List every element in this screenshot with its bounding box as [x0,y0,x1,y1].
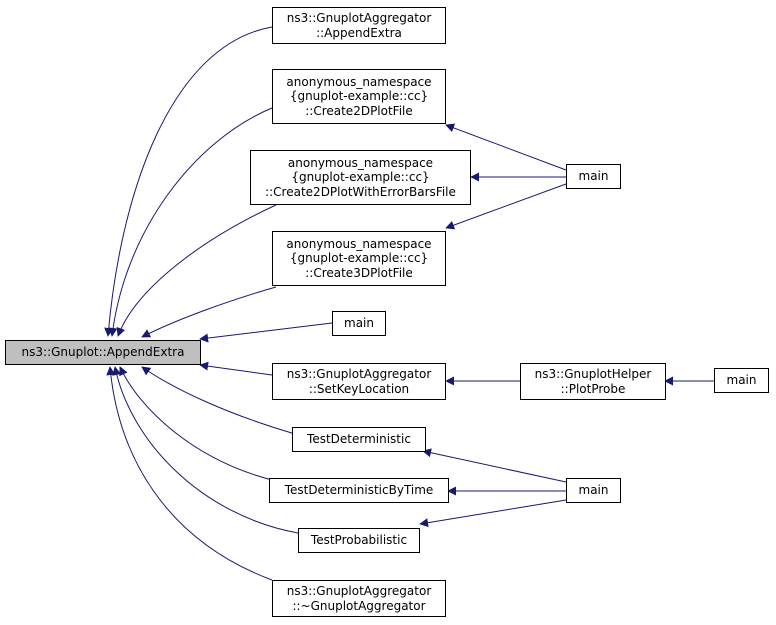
edge-test-det-to-root [141,366,296,435]
edge-agg-append-to-root [104,26,273,337]
node-main-bottom[interactable]: main [566,478,621,503]
node-create3dplotfile[interactable]: anonymous_namespace {gnuplot-example::cc… [272,231,446,286]
node-gnuplotaggregator-appendextra[interactable]: ns3::GnuplotAggregator ::AppendExtra [272,7,446,44]
node-gnuplotaggregator-destructor[interactable]: ns3::GnuplotAggregator ::~GnuplotAggrega… [272,580,446,617]
node-gnuplothelper-plotprobe[interactable]: ns3::GnuplotHelper ::PlotProbe [520,363,666,400]
node-testdeterministicbytime[interactable]: TestDeterministicByTime [269,478,449,503]
node-label-line: ns3::GnuplotHelper [534,367,652,381]
node-label-line: TestProbabilistic [310,533,408,548]
node-testprobabilistic[interactable]: TestProbabilistic [298,528,420,553]
node-testdeterministic[interactable]: TestDeterministic [292,427,426,452]
edge-main-bottom-to-test-det [422,448,567,483]
node-gnuplotaggregator-setkeylocation[interactable]: ns3::GnuplotAggregator ::SetKeyLocation [272,363,446,400]
node-label-line: {gnuplot-example::cc} [289,89,429,104]
node-create2dplotfile[interactable]: anonymous_namespace {gnuplot-example::cc… [272,69,446,124]
edge-test-det-time-to-root [119,366,273,481]
node-root-gnuplot-appendextra[interactable]: ns3::Gnuplot::AppendExtra [5,340,201,365]
node-label-line: {gnuplot-example::cc} [291,170,430,185]
node-label-line: {gnuplot-example::cc} [289,251,429,266]
edge-test-prob-to-root [112,366,299,534]
node-main-mid[interactable]: main [332,311,386,336]
node-main-top[interactable]: main [566,164,621,189]
node-label-line: ::Create3DPlotFile [305,265,413,280]
node-label-line: ns3::GnuplotAggregator [286,584,432,598]
node-main-right[interactable]: main [714,368,769,393]
node-label-line: main [578,169,609,184]
node-label-line: ::PlotProbe [560,381,626,396]
node-label-line: main [726,373,757,388]
edge-create3d-to-root [141,286,277,338]
edge-create2d-to-root [108,107,273,337]
node-label-line: anonymous_namespace [287,155,434,170]
node-label-line: ns3::GnuplotAggregator [286,11,432,25]
edge-agg-setkey-to-root [199,361,273,376]
edge-main-bottom-to-test-prob [419,499,567,528]
edge-agg-dtor-to-root [106,366,273,581]
node-label-line: anonymous_namespace [286,74,432,89]
node-label-line: ::Create2DPlotWithErrorBarsFile [265,184,456,199]
node-label-line: ::SetKeyLocation [308,381,410,396]
edge-main-mid-to-root [199,322,333,343]
edge-main-top-to-create3d [445,183,567,230]
edge-main-top-to-create2d [445,123,567,171]
node-label-line: anonymous_namespace [286,236,432,251]
node-create2dplotwitherrorbarsfile[interactable]: anonymous_namespace {gnuplot-example::cc… [250,150,471,205]
node-label-line: ns3::GnuplotAggregator [286,367,432,381]
node-label-line: ::AppendExtra [316,25,402,40]
node-label-line: TestDeterministic [307,432,411,447]
node-label-line: main [344,316,374,331]
node-label-line: main [578,483,609,498]
edge-create2d-err-to-root [116,204,277,337]
node-label-line: ns3::Gnuplot::AppendExtra [21,345,185,360]
node-label-line: ::~GnuplotAggregator [292,598,426,613]
node-label-line: TestDeterministicByTime [284,483,434,498]
node-label-line: ::Create2DPlotFile [305,103,413,118]
